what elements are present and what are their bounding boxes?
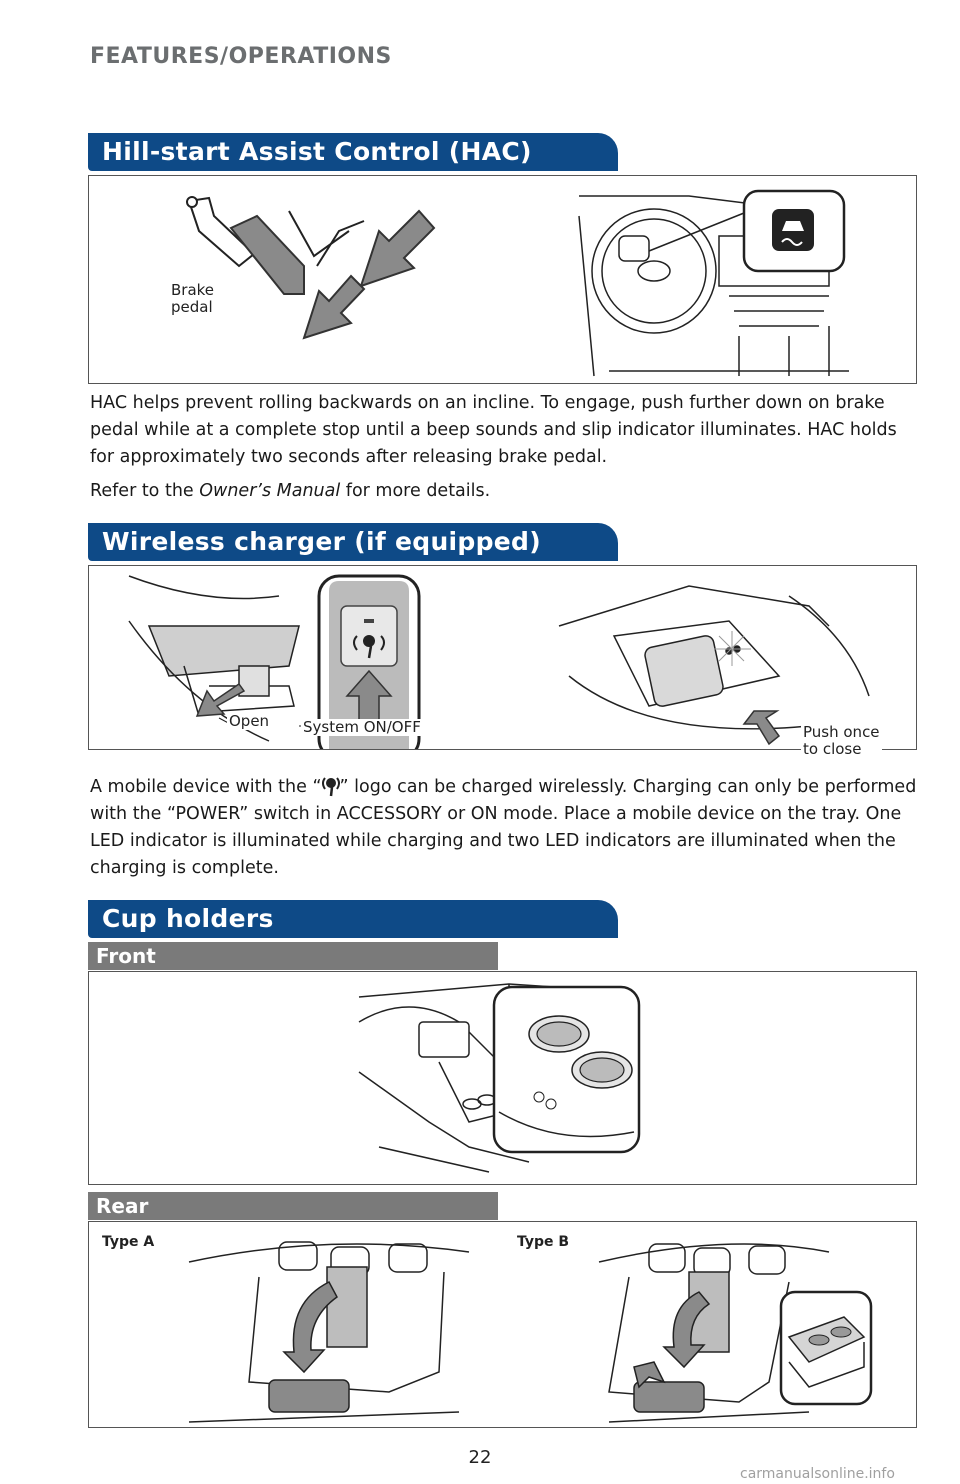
system-switch-caption: System ON/OFF bbox=[301, 718, 423, 736]
rear-cup-illustration bbox=[188, 1241, 873, 1423]
type-a-seat-drawing bbox=[188, 1241, 470, 1423]
hac-refer-line: Refer to the Owner’s Manual for more det… bbox=[90, 478, 915, 505]
wireless-figure: Open System ON/OFF Push once to close bbox=[88, 565, 917, 758]
type-b-open-arrow-icon bbox=[633, 1361, 666, 1389]
cup-holders-banner: Cup holders bbox=[88, 900, 618, 938]
front-subbanner: Front bbox=[88, 942, 498, 970]
type-b-label: Type B bbox=[517, 1234, 570, 1250]
rear-subbanner: Rear bbox=[88, 1192, 498, 1220]
type-b-fold-arrow-icon bbox=[662, 1291, 711, 1369]
brake-pedal-drawing bbox=[186, 196, 365, 295]
hac-banner: Hill-start Assist Control (HAC) bbox=[88, 133, 618, 171]
front-cup-illustration bbox=[358, 983, 641, 1173]
open-caption: Open bbox=[227, 712, 272, 730]
type-b-armrest-drawing bbox=[633, 1381, 705, 1413]
section-header: FEATURES/OPERATIONS bbox=[90, 44, 392, 69]
type-a-label: Type A bbox=[102, 1234, 155, 1250]
slip-indicator-icon bbox=[742, 189, 846, 273]
qi-logo-icon bbox=[321, 774, 340, 797]
console-drawing bbox=[128, 575, 300, 742]
wireless-body-suffix: ” logo can be charged wirelessly. Chargi… bbox=[90, 777, 917, 878]
press-arrow-icons bbox=[302, 209, 436, 340]
front-cup-figure bbox=[88, 971, 917, 1185]
refer-prefix: Refer to the bbox=[90, 481, 200, 501]
type-a-armrest-drawing bbox=[268, 1379, 350, 1413]
hac-description: HAC helps prevent rolling backwards on a… bbox=[90, 393, 897, 467]
rear-cup-holder-callout bbox=[779, 1290, 873, 1406]
tray-drawing bbox=[558, 585, 870, 730]
cup-holder-callout bbox=[492, 985, 641, 1154]
push-close-arrow-icon bbox=[742, 710, 781, 746]
hac-figure: Brake pedal bbox=[88, 175, 917, 384]
hac-illustration bbox=[186, 189, 849, 377]
brake-pedal-caption: Brake pedal bbox=[171, 281, 215, 316]
push-close-caption: Push once to close bbox=[801, 723, 882, 758]
system-switch-callout bbox=[317, 574, 421, 749]
wireless-body-prefix: A mobile device with the “ bbox=[90, 777, 322, 797]
page-number: 22 bbox=[468, 1447, 492, 1468]
dashboard-drawing bbox=[578, 195, 849, 377]
owners-manual-ref: Owner’s Manual bbox=[199, 481, 341, 501]
open-arrow-icon bbox=[195, 682, 246, 717]
wireless-description: A mobile device with the “” logo can be … bbox=[90, 774, 920, 882]
wireless-banner: Wireless charger (if equipped) bbox=[88, 523, 618, 561]
watermark: carmanualsonline.info bbox=[740, 1466, 895, 1482]
refer-suffix: for more details. bbox=[340, 481, 491, 501]
type-a-fold-arrow-icon bbox=[282, 1281, 338, 1374]
rear-cup-figure: Type A Type B bbox=[88, 1221, 917, 1428]
wireless-illustration bbox=[128, 574, 870, 749]
